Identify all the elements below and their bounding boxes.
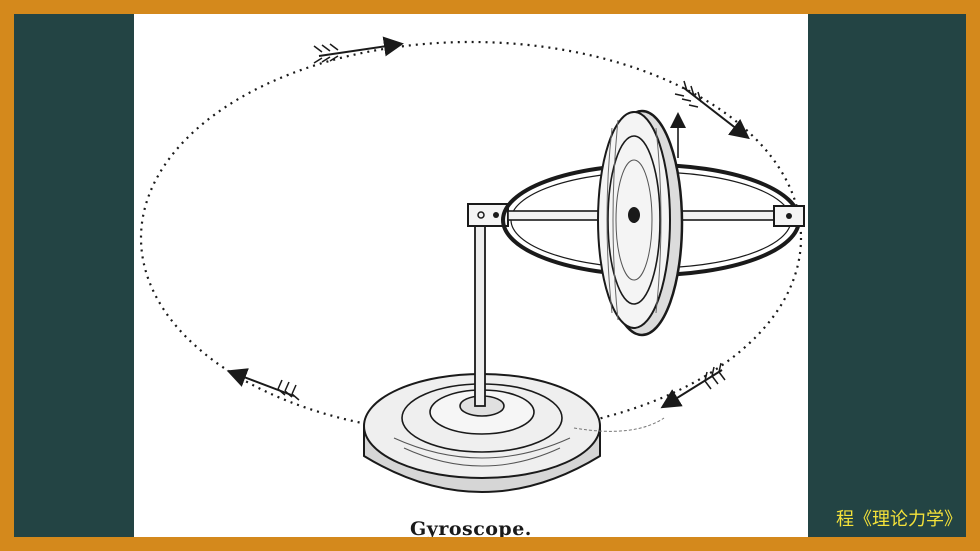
gyroscope-pivot — [467, 203, 509, 227]
rotor-disc — [597, 109, 684, 337]
orbit-path — [139, 40, 803, 436]
slide: Gyroscope. 程《理论力学》 — [14, 14, 966, 537]
gyroscope-base — [363, 373, 665, 493]
course-label: 程《理论力学》 — [836, 509, 962, 530]
gyroscope-drawing — [139, 36, 805, 493]
orbit-arrow-left — [226, 368, 300, 401]
gyroscope-post — [474, 217, 486, 407]
orbit-arrow-top — [313, 36, 404, 64]
orbit-arrow-right — [674, 80, 750, 140]
orbit-arrow-lower-right — [660, 362, 726, 409]
figure-caption: Gyroscope. — [410, 518, 532, 537]
gyroscope-illustration: Gyroscope. — [134, 14, 808, 537]
